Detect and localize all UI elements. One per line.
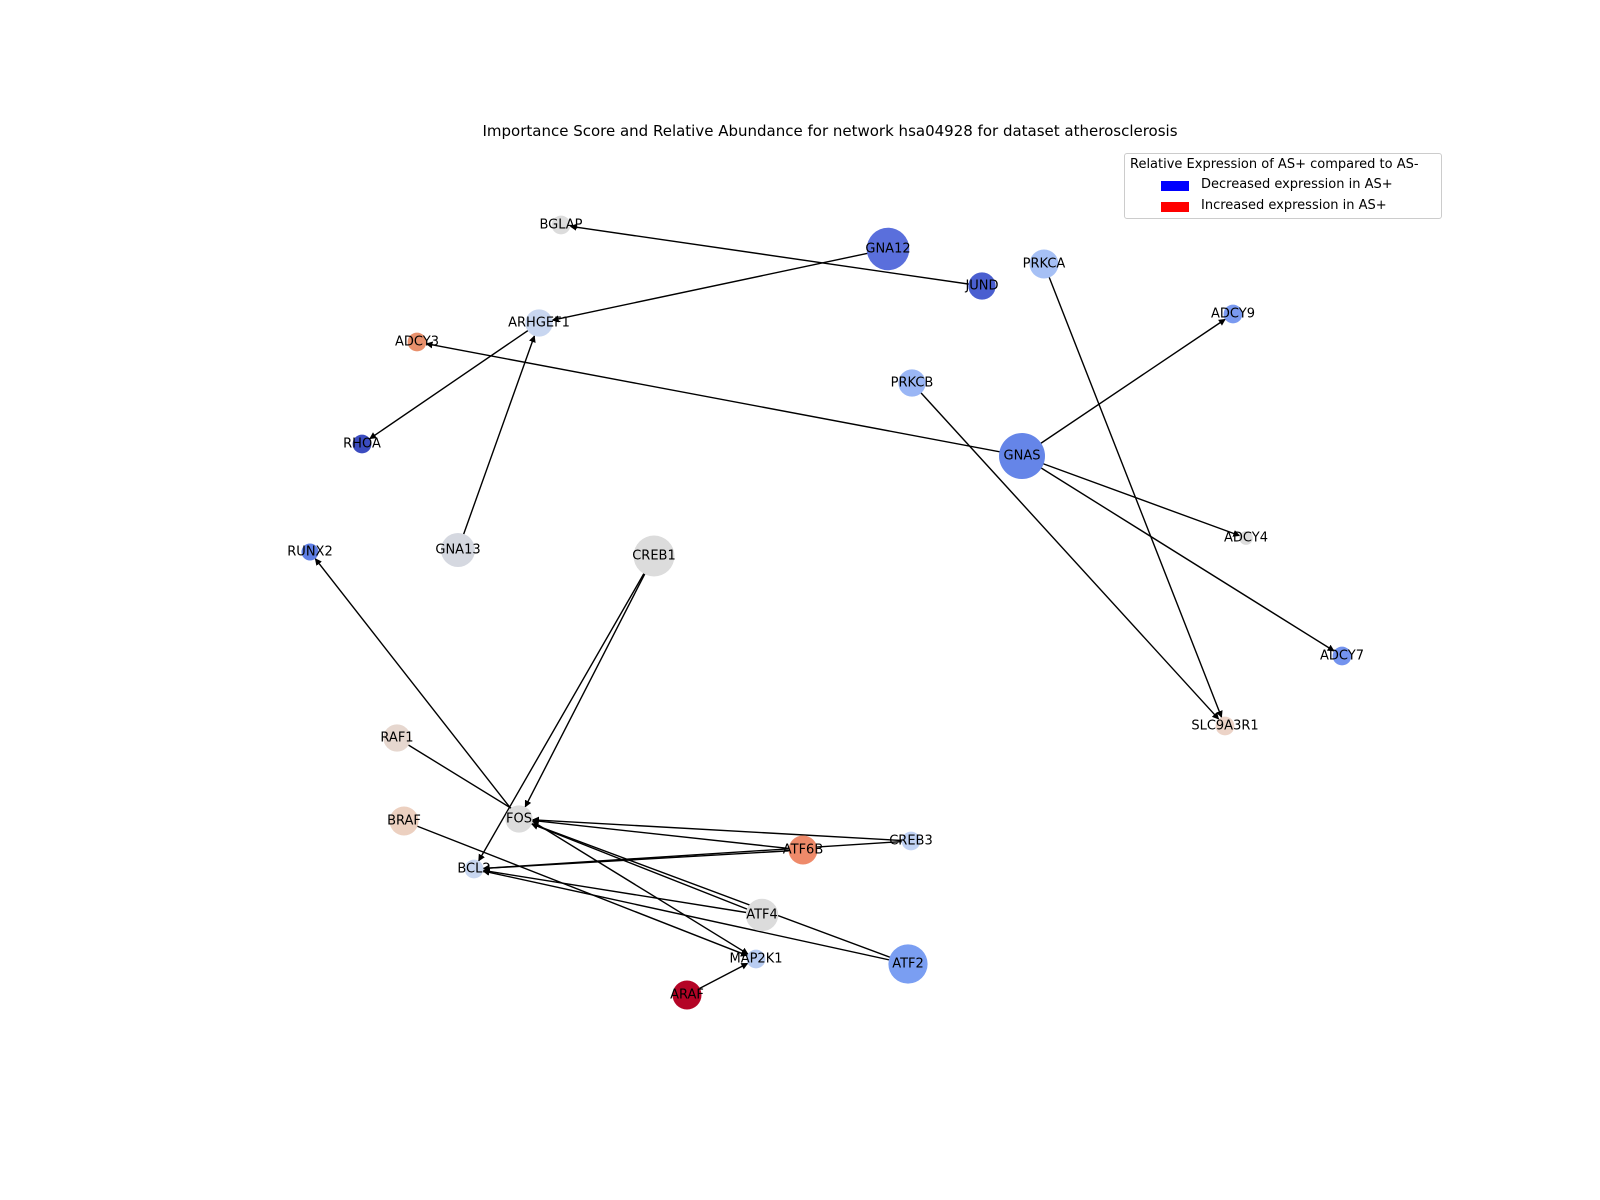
node-creb3 [901,831,921,851]
node-jund [968,272,996,300]
node-fos [505,805,533,833]
node-label-jund: JUND [964,279,998,294]
legend-title: Relative Expression of AS+ compared to A… [1130,157,1419,172]
edge-jund-to-bglap [569,223,983,287]
edge-atf6b-to-fos [531,817,804,851]
edge-atf4-to-bcl2 [482,868,763,916]
edge-atf2-to-fos [531,822,909,965]
node-label-adcy3: ADCY3 [395,335,439,350]
edge-atf4-to-fos [531,823,763,916]
edge-braf-to-map2k1 [403,820,748,957]
node-atf4 [745,898,779,932]
node-bglap [551,215,571,235]
edge-gna12-to-arhgef1 [551,248,889,323]
edge-prkca-to-slc9a3r1 [1043,263,1223,718]
edge-gnas-to-adcy4 [1021,455,1241,537]
nodes-layer [301,215,1352,1010]
node-label-atf4: ATF4 [746,908,778,923]
edge-atf2-to-bcl2 [482,868,909,965]
edge-atf6b-to-bcl2 [482,849,804,872]
node-label-slc9a3r1: SLC9A3R1 [1191,719,1258,734]
node-adcy3 [407,332,427,352]
node-prkcb [898,369,926,397]
node-label-atf6b: ATF6B [783,843,824,858]
node-label-gna12: GNA12 [865,242,910,257]
legend-label-increased: Increased expression in AS+ [1201,198,1387,213]
node-braf [389,806,419,836]
node-atf2 [888,944,928,984]
node-label-araf: ARAF [670,988,704,1003]
node-raf1 [383,724,411,752]
node-gna12 [866,227,910,271]
node-prkca [1029,249,1059,279]
legend: Relative Expression of AS+ compared to A… [1124,153,1442,219]
node-label-fos: FOS [506,812,532,827]
edge-gnas-to-adcy7 [1021,455,1335,652]
node-map2k1 [746,949,766,969]
edge-creb1-to-bcl2 [478,555,655,862]
node-label-prkcb: PRKCB [891,376,934,391]
figure-title: Importance Score and Relative Abundance … [482,122,1178,140]
node-label-runx2: RUNX2 [287,545,332,560]
node-label-arhgef1: ARHGEF1 [508,316,570,331]
node-gnas [999,433,1045,479]
node-label-bglap: BGLAP [539,218,582,233]
node-adcy4 [1239,531,1253,545]
node-label-adcy4: ADCY4 [1224,531,1268,546]
node-adcy7 [1332,646,1352,666]
node-adcy9 [1223,304,1243,324]
legend-swatch-increased [1161,202,1189,212]
edge-gna13-to-arhgef1 [457,335,536,551]
node-rhoa [352,434,372,454]
node-label-prkca: PRKCA [1023,257,1066,272]
node-runx2 [301,543,319,561]
edge-gnas-to-adcy9 [1021,318,1226,457]
node-label-atf2: ATF2 [892,957,924,972]
node-label-gna13: GNA13 [435,543,480,558]
node-label-raf1: RAF1 [380,731,413,746]
edge-creb3-to-fos [531,816,912,842]
legend-label-decreased: Decreased expression in AS+ [1201,177,1393,192]
node-label-adcy7: ADCY7 [1320,649,1364,664]
node-gna13 [440,532,476,568]
edge-fos-to-runx2 [314,558,520,820]
edge-raf1-to-map2k1 [396,737,749,955]
edge-creb1-to-fos [524,555,655,808]
node-label-braf: BRAF [387,814,421,829]
edge-prkcb-to-slc9a3r1 [911,382,1220,720]
node-label-map2k1: MAP2K1 [729,952,782,967]
node-label-rhoa: RHOA [343,437,381,452]
node-atf6b [788,835,818,865]
legend-swatch-decreased [1161,181,1189,191]
node-label-adcy9: ADCY9 [1211,307,1255,322]
node-araf [672,980,702,1010]
node-label-creb3: CREB3 [889,834,933,849]
edge-gnas-to-adcy3 [425,341,1023,457]
node-bcl2 [464,859,484,879]
node-creb1 [633,535,675,577]
node-label-creb1: CREB1 [632,549,676,564]
node-label-bcl2: BCL2 [457,862,490,877]
node-slc9a3r1 [1215,716,1235,736]
node-label-gnas: GNAS [1004,449,1041,464]
edge-arhgef1-to-rhoa [369,322,540,440]
node-arhgef1 [525,309,553,337]
edges-layer [314,223,1335,996]
